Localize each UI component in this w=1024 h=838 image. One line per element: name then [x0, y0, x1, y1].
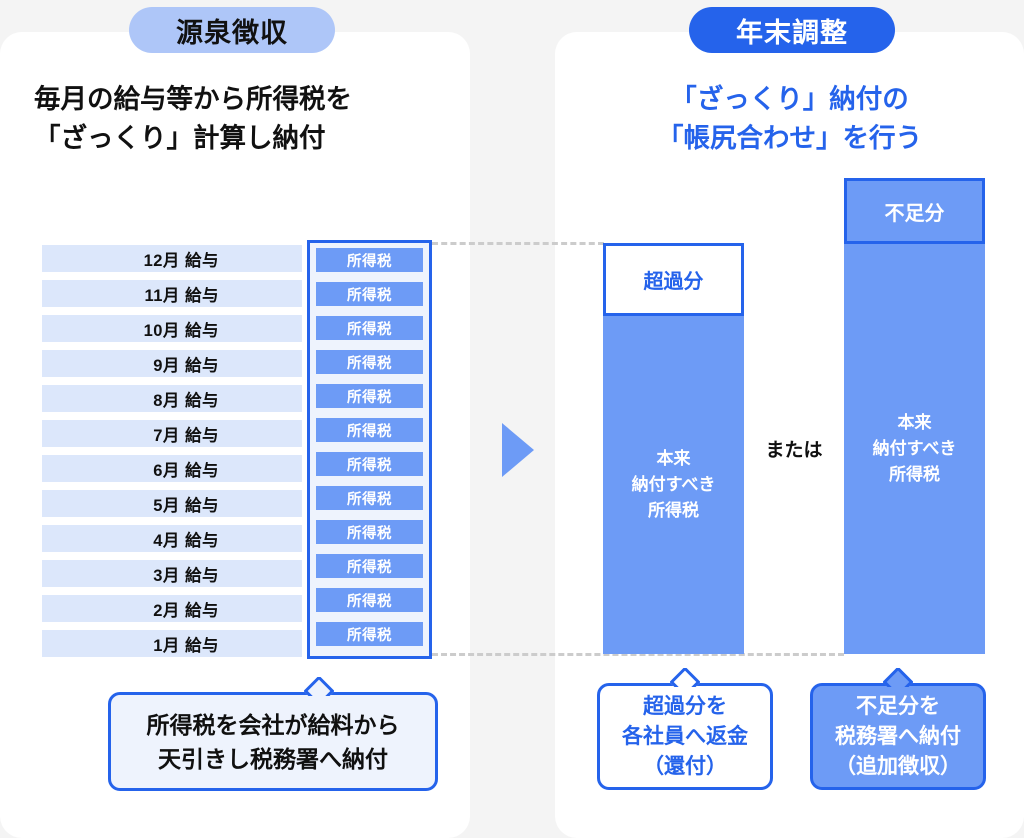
income-tax-box: 所得税 [316, 452, 423, 476]
income-tax-box: 所得税 [316, 588, 423, 612]
dashed-connector-bottom [432, 653, 844, 656]
dashed-connector-top [432, 242, 604, 245]
income-tax-stack: 所得税所得税所得税所得税所得税所得税所得税所得税所得税所得税所得税所得税 [307, 240, 432, 659]
badge-withholding: 源泉徴収 [129, 7, 335, 53]
shortage-amount-cap: 不足分 [844, 178, 985, 244]
month-salary-row: 10月 給与 [42, 315, 302, 342]
month-salary-row: 12月 給与 [42, 245, 302, 272]
income-tax-box: 所得税 [316, 554, 423, 578]
month-salary-row: 2月 給与 [42, 595, 302, 622]
month-salary-row: 7月 給与 [42, 420, 302, 447]
income-tax-box: 所得税 [316, 520, 423, 544]
withholding-panel-title: 毎月の給与等から所得税を 「ざっくり」計算し納付 [34, 84, 352, 153]
monthly-salary-list: 12月 給与 11月 給与 10月 給与 9月 給与 8月 給与 7月 給与 6月 給与 5月… [42, 245, 302, 665]
income-tax-box: 所得税 [316, 316, 423, 340]
callout-pointer [883, 668, 913, 687]
callout-refund: 超過分を 各社員へ返金 （還付） [597, 683, 773, 790]
month-salary-row: 5月 給与 [42, 490, 302, 517]
callout-withholding-explanation: 所得税を会社が給料から 天引きし税務署へ納付 [108, 692, 438, 791]
income-tax-box: 所得税 [316, 248, 423, 272]
income-tax-box: 所得税 [316, 350, 423, 374]
income-tax-box: 所得税 [316, 486, 423, 510]
income-tax-box: 所得税 [316, 282, 423, 306]
income-tax-box: 所得税 [316, 384, 423, 408]
month-salary-row: 4月 給与 [42, 525, 302, 552]
month-salary-row: 9月 給与 [42, 350, 302, 377]
callout-additional-collection: 不足分を 税務署へ納付 （追加徴収） [810, 683, 986, 790]
income-tax-box: 所得税 [316, 418, 423, 442]
callout-additional-text: 不足分を 税務署へ納付 （追加徴収） [835, 694, 961, 778]
month-salary-row: 6月 給与 [42, 455, 302, 482]
month-salary-row: 11月 給与 [42, 280, 302, 307]
income-tax-box: 所得税 [316, 622, 423, 646]
callout-withholding-text: 所得税を会社が給料から 天引きし税務署へ納付 [146, 711, 400, 772]
month-salary-row: 8月 給与 [42, 385, 302, 412]
callout-pointer [304, 677, 334, 696]
or-separator-label: または [765, 440, 823, 461]
proper-income-tax-bar-shortage-case: 本来 納付すべき 所得税 [844, 243, 985, 654]
month-salary-row: 1月 給与 [42, 630, 302, 657]
month-salary-row: 3月 給与 [42, 560, 302, 587]
proper-income-tax-bar-excess-case: 本来 納付すべき 所得税 [603, 315, 744, 654]
callout-pointer [670, 668, 700, 687]
badge-year-end-adjustment: 年末調整 [689, 7, 895, 53]
triangle-right-icon [502, 423, 534, 477]
year-end-adjustment-panel-title: 「ざっくり」納付の 「帳尻合わせ」を行う [657, 84, 922, 153]
callout-refund-text: 超過分を 各社員へ返金 （還付） [622, 694, 748, 778]
excess-amount-cap: 超過分 [603, 243, 744, 316]
